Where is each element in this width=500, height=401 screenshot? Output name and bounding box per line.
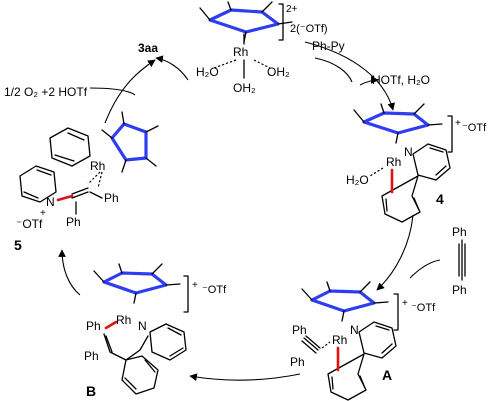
top-ligand-left: H₂O [196, 65, 219, 79]
complex-B-rh: Rh [116, 313, 131, 327]
complex-4-water: H₂O [346, 173, 369, 187]
arrow-top-to-4 [304, 41, 395, 111]
arrow-4-to-A [376, 214, 414, 291]
arrow-product-out [155, 55, 189, 81]
complex-B-label: B [86, 383, 96, 399]
complex-5-plus: + [40, 208, 46, 219]
arrow-alkyne-in [409, 259, 441, 279]
top-ligand-bottom: OH₂ [233, 81, 256, 95]
complex-4-n: N [404, 145, 413, 159]
complex-A-ph-bottom: Ph [290, 355, 305, 369]
complex-5-ph-right: Ph [104, 191, 119, 205]
arrow-5-to-top [104, 59, 156, 124]
complex-5-ph-bottom: Ph [66, 215, 81, 229]
alkyne-bottom-ph: Ph [452, 283, 467, 297]
top-rh: Rh [233, 45, 248, 59]
complex-4-rh: Rh [386, 155, 401, 169]
alkyne-top-ph: Ph [452, 225, 467, 239]
top-charge: 2+ [286, 4, 298, 15]
arrow-reagents-in [89, 87, 136, 96]
complex-A-label: A [382, 367, 392, 383]
complex-5-counterion: ⁻OTf [16, 217, 43, 231]
complex-B: + ⁻OTf Rh N Ph Ph B [84, 263, 227, 399]
cp-star-ring-B [93, 263, 181, 304]
diphenylacetylene: Ph Ph [452, 225, 467, 297]
complex-B-n: N [138, 319, 147, 333]
arrow-B-to-5 [58, 249, 81, 296]
cp-star-ring-5 [101, 111, 159, 173]
complex-A-counterion: ⁻OTf [411, 302, 436, 314]
complex-A-rh: Rh [332, 333, 347, 347]
complex-4-counterion: ⁻OTf [462, 122, 487, 134]
arrow-A-to-B [189, 373, 301, 381]
complex-5-n: N [46, 195, 55, 209]
complex-4: + ⁻OTf Rh N H₂O 4 [346, 103, 487, 223]
complex-B-ph-top: Ph [86, 319, 101, 333]
complex-5-rh: Rh [90, 159, 105, 173]
complex-B-charge: + [192, 280, 198, 291]
ph-py-reagent: Ph-Py [312, 39, 345, 53]
cp-star-ring-4 [353, 103, 443, 144]
complex-B-counterion: ⁻OTf [202, 284, 227, 296]
cycle-arrows [58, 41, 441, 381]
arrow-phpy-in [314, 57, 353, 83]
complex-5-label: 5 [14, 237, 22, 253]
cp-star-ring-A [301, 281, 389, 322]
top-complex: 2+ 2(⁻OTf) Rh H₂O OH₂ OH₂ [196, 1, 328, 95]
complex-A: + ⁻OTf Rh N Ph Ph A [290, 281, 436, 401]
cp-star-ring [199, 1, 293, 43]
complex-4-label: 4 [436, 191, 444, 207]
top-ligand-right: OH₂ [267, 65, 290, 79]
arrow-hotf-out [359, 76, 379, 86]
complex-5: Rh N + Ph Ph ⁻OTf 5 [14, 111, 159, 253]
top-counterion: 2(⁻OTf) [290, 23, 328, 35]
complex-A-ph-top: Ph [292, 323, 307, 337]
product-3aa: 3aa [138, 41, 158, 55]
oxidant-reagents: 1/2 O₂ +2 HOTf [4, 85, 88, 99]
complex-A-charge: + [402, 298, 408, 309]
hotf-h2o-byproduct: HOTf, H₂O [372, 73, 430, 87]
complex-4-charge: + [455, 118, 461, 129]
complex-A-n: N [350, 323, 359, 337]
complex-B-ph-bottom: Ph [84, 349, 99, 363]
